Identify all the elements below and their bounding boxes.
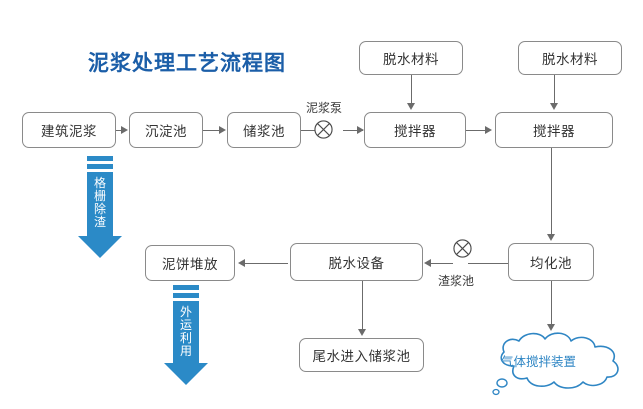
- connector-line: [550, 281, 552, 325]
- connector-line: [466, 129, 487, 131]
- blue-arrow-label: 外 运 利 用: [175, 306, 197, 358]
- node-homogenization-tank[interactable]: 均化池: [508, 243, 594, 281]
- connector-line: [361, 281, 363, 329]
- page-title: 泥浆处理工艺流程图: [88, 51, 286, 75]
- cloud-bubble-icon: [492, 332, 619, 396]
- node-dewatering-material-2[interactable]: 脱水材料: [518, 41, 622, 75]
- arrowhead-down-icon: [547, 324, 555, 331]
- node-dewatering-equipment[interactable]: 脱水设备: [290, 243, 423, 281]
- blue-arrow-char: 运: [179, 318, 192, 332]
- node-slurry-storage-tank[interactable]: 储浆池: [227, 112, 301, 148]
- connector-line: [468, 262, 508, 264]
- arrowhead-down-icon: [358, 329, 366, 336]
- node-tailwater-to-storage[interactable]: 尾水进入储浆池: [299, 338, 424, 372]
- blue-arrow-char: 用: [179, 344, 192, 358]
- node-mixer-1[interactable]: 搅拌器: [364, 112, 466, 148]
- connector-line: [244, 262, 288, 264]
- arrow-stripe: [87, 169, 113, 172]
- arrowhead-right-icon: [485, 126, 492, 134]
- arrow-stripe: [87, 161, 113, 164]
- arrowhead-left-icon: [424, 259, 431, 267]
- blue-arrow-external-transport-use: 外 运 利 用: [164, 285, 208, 385]
- connector-line: [116, 129, 123, 131]
- arrowhead-down-icon: [547, 234, 555, 241]
- arrow-head-icon: [78, 236, 122, 258]
- connector-line: [343, 129, 363, 131]
- connector-line: [203, 129, 221, 131]
- arrowhead-right-icon: [219, 126, 226, 134]
- pump-label-slurry-pump: 泥浆泵: [306, 101, 343, 115]
- connector-line: [553, 75, 555, 104]
- blue-arrow-char: 利: [179, 331, 192, 345]
- arrowhead-right-icon: [121, 126, 128, 134]
- blue-arrow-label: 格 栅 除 渣: [89, 177, 111, 229]
- arrow-head-icon: [164, 363, 208, 385]
- connector-line: [301, 129, 324, 131]
- pump-label-slag-slurry-pump: 渣浆池: [438, 274, 475, 288]
- node-mixer-2[interactable]: 搅拌器: [495, 112, 613, 148]
- blue-arrow-char: 外: [179, 305, 192, 319]
- node-construction-slurry[interactable]: 建筑泥浆: [22, 112, 116, 148]
- pump-icon: [314, 120, 333, 139]
- connector-line: [429, 262, 453, 264]
- blue-arrow-char: 格: [93, 176, 106, 190]
- connector-line: [410, 75, 412, 104]
- pump-icon: [453, 239, 472, 258]
- blue-arrow-char: 渣: [93, 215, 106, 229]
- arrowhead-down-icon: [550, 103, 558, 110]
- arrowhead-left-icon: [238, 259, 245, 267]
- arrowhead-down-icon: [407, 103, 415, 110]
- node-gas-stirring-device[interactable]: 气体搅拌装置: [501, 354, 577, 369]
- connector-line: [550, 148, 552, 235]
- node-dewatering-material-1[interactable]: 脱水材料: [359, 41, 463, 75]
- node-mud-cake-stacking[interactable]: 泥饼堆放: [145, 245, 235, 281]
- arrowhead-right-icon: [357, 126, 364, 134]
- blue-arrow-char: 栅: [93, 189, 106, 203]
- node-sedimentation-tank[interactable]: 沉淀池: [129, 112, 203, 148]
- arrow-stripe: [173, 290, 199, 293]
- arrow-stripe: [173, 298, 199, 301]
- blue-arrow-grid-slag-removal: 格 栅 除 渣: [78, 156, 122, 258]
- blue-arrow-char: 除: [93, 202, 106, 216]
